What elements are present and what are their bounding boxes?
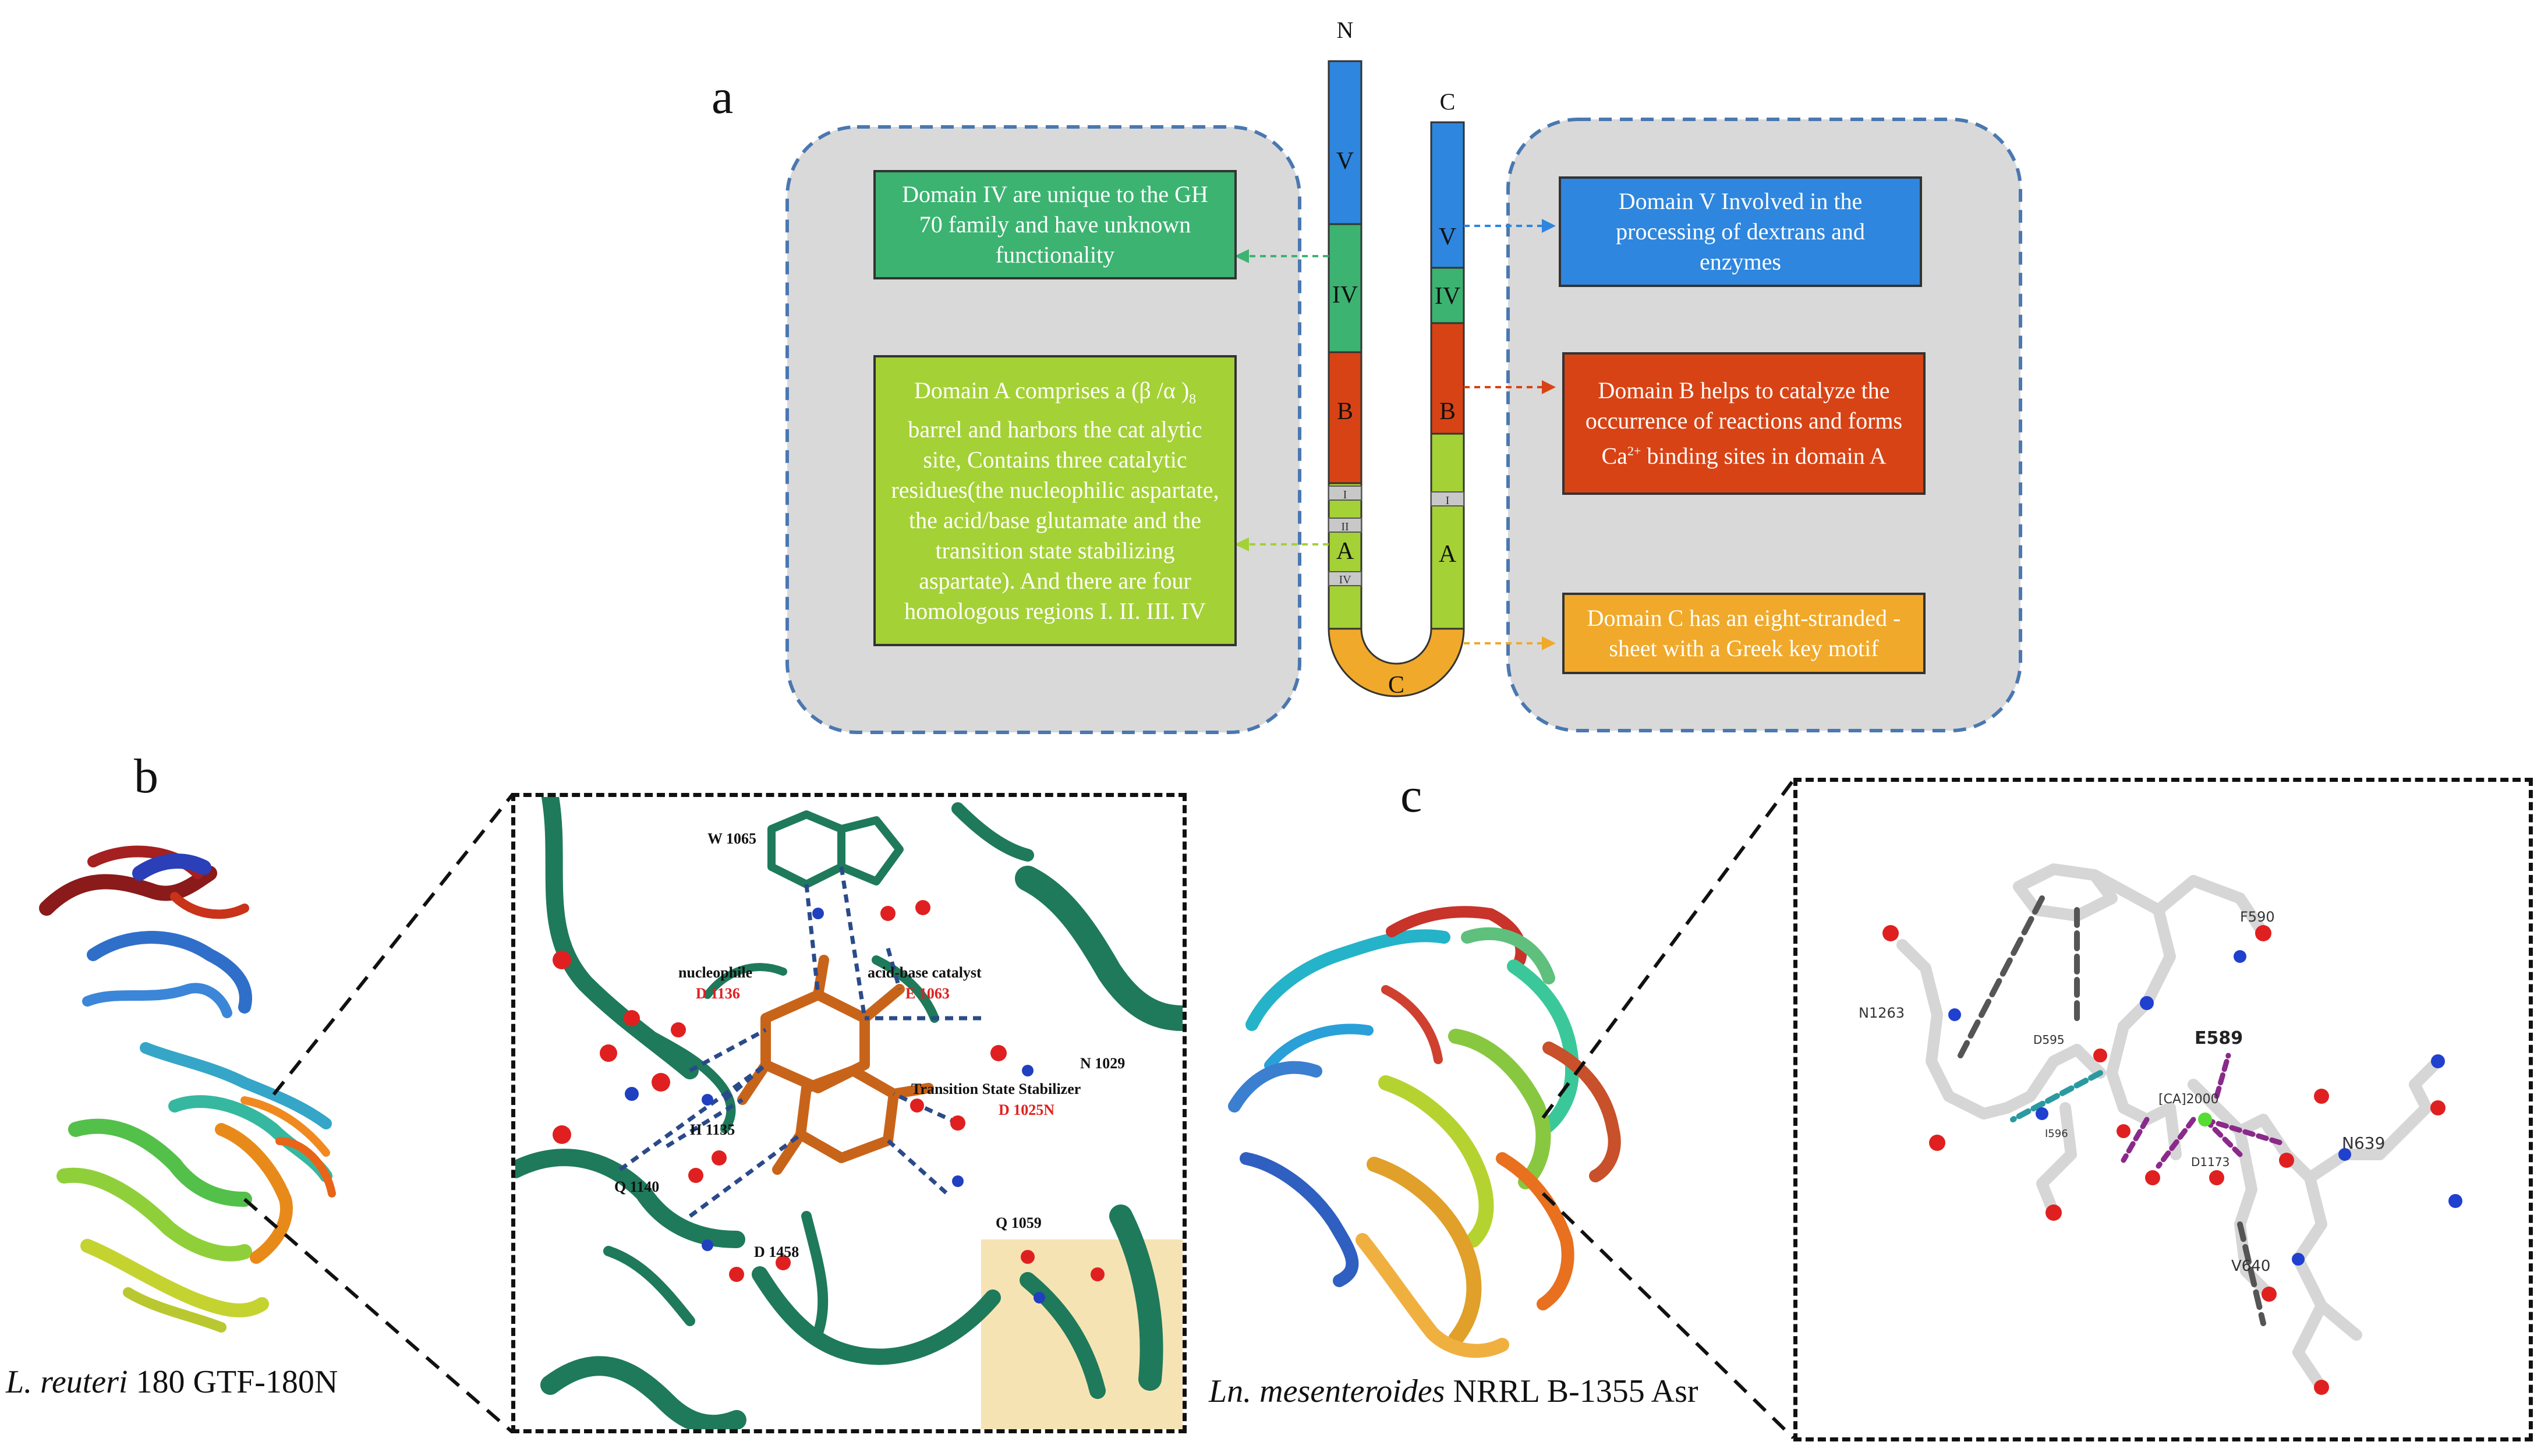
label-acid-base: acid-base catalyst — [868, 964, 982, 981]
label-w1065: W 1065 — [707, 830, 756, 847]
arrow-a-head — [1234, 537, 1249, 551]
domain-a-subscript: 8 — [1189, 391, 1197, 407]
arrow-c-head — [1542, 636, 1556, 650]
label-n-iv: IV — [1332, 282, 1358, 309]
nitrogen-atoms-c — [1948, 950, 2462, 1266]
label-f590: F590 — [2240, 909, 2275, 925]
n-region-ii — [1328, 518, 1362, 533]
domain-b-description: Domain B helps to catalyze the occurrenc… — [1562, 352, 1926, 495]
label-q1059: Q 1059 — [996, 1214, 1042, 1231]
zoom-line-c-bottom — [1541, 1192, 1795, 1440]
label-n-iv-small: IV — [1339, 573, 1351, 586]
label-q1140: Q 1140 — [614, 1178, 659, 1195]
domain-v-text: Domain V Involved in the processing of d… — [1616, 188, 1865, 275]
label-c-i: I — [1446, 494, 1450, 507]
caption-c-species: Ln. mesenteroides — [1209, 1373, 1445, 1409]
active-site-zoom-b: W 1065 nucleophile D 1136 acid-base cata… — [511, 793, 1187, 1433]
domain-a-description: Domain A comprises a (β /α )8 barrel and… — [873, 355, 1237, 646]
label-c-b: B — [1439, 398, 1456, 425]
label-d1458: D 1458 — [754, 1244, 799, 1260]
zoom-line-b-top — [272, 793, 514, 1096]
n-region-iv — [1328, 571, 1362, 586]
label-n-ii: II — [1341, 520, 1349, 533]
domain-b-superscript: 2+ — [1627, 444, 1641, 459]
label-d1173: D1173 — [2191, 1155, 2229, 1169]
arrow-b-head — [1542, 380, 1556, 394]
n-segment-v — [1328, 60, 1362, 225]
oxygen-atoms — [553, 900, 1105, 1282]
label-c-a: A — [1439, 541, 1457, 568]
caption-b-rest: 180 GTF-180N — [128, 1364, 338, 1400]
oxygen-atoms-c — [1882, 925, 2446, 1395]
label-n-b: B — [1337, 398, 1353, 425]
caption-c-rest: NRRL B-1355 Asr — [1445, 1373, 1698, 1409]
caption-panel-b: L. reuteri 180 GTF-180N — [6, 1363, 338, 1401]
c-segment-iv — [1430, 267, 1465, 324]
label-n-v: V — [1336, 148, 1354, 175]
ligand-sugar — [737, 955, 934, 1175]
c-segment-b — [1430, 322, 1465, 435]
strand-c-label: C — [1440, 88, 1456, 115]
arrow-iv-head — [1234, 249, 1249, 263]
label-d595: D595 — [2033, 1033, 2065, 1047]
interactions-c — [1958, 895, 2284, 1326]
label-d1136: D 1136 — [696, 985, 740, 1002]
c-segment-v — [1430, 121, 1465, 269]
label-c-iv: IV — [1435, 283, 1460, 310]
panel-letter-b: b — [134, 749, 158, 803]
active-site-b-drawing: W 1065 nucleophile D 1136 acid-base cata… — [515, 797, 1183, 1429]
active-site-c-drawing: F590 N1263 D595 E589 [CA]2000 I596 D1173… — [1859, 863, 2462, 1395]
label-e1063: E 1063 — [905, 985, 950, 1002]
n-strand — [1328, 60, 1362, 630]
domain-iv-description: Domain IV are unique to the GH 70 family… — [873, 170, 1237, 279]
arrow-v-head — [1542, 219, 1556, 233]
caption-panel-c: Ln. mesenteroides NRRL B-1355 Asr — [1209, 1373, 1698, 1410]
domain-c-description: Domain C has an eight-stranded -sheet wi… — [1562, 593, 1926, 674]
panel-letter-c: c — [1400, 768, 1422, 823]
label-n639: N639 — [2342, 1133, 2385, 1153]
nitrogen-atoms — [625, 908, 1045, 1303]
caption-b-species: L. reuteri — [6, 1364, 128, 1400]
label-nucleophile: nucleophile — [678, 964, 752, 981]
domain-c-text: Domain C has an eight-stranded -sheet wi… — [1587, 605, 1901, 661]
label-c-v: V — [1439, 224, 1456, 250]
label-n1263: N1263 — [1859, 1005, 1905, 1021]
domain-iv-text: Domain IV are unique to the GH 70 family… — [902, 181, 1208, 268]
zoom-line-b-bottom — [243, 1198, 514, 1434]
label-i596: I596 — [2045, 1128, 2068, 1140]
gtf180n-structure — [39, 845, 336, 1333]
domain-v-description: Domain V Involved in the processing of d… — [1559, 176, 1922, 287]
w1065-ring — [767, 810, 904, 888]
c-region-i — [1431, 491, 1464, 506]
c-segment-a — [1430, 433, 1465, 630]
label-d1025n: D 1025N — [999, 1101, 1054, 1118]
hydrogen-bonds — [618, 866, 981, 1218]
panel-letter-a: a — [712, 70, 734, 124]
label-v640: V640 — [2231, 1257, 2270, 1275]
calcium-ion — [2198, 1113, 2212, 1126]
active-site-zoom-c: F590 N1263 D595 E589 [CA]2000 I596 D1173… — [1793, 778, 2533, 1441]
label-ca: [CA]2000 — [2158, 1092, 2219, 1107]
label-n-i: I — [1343, 488, 1347, 501]
n-segment-a — [1328, 482, 1362, 630]
domain-b-text: Domain B helps to catalyze the occurrenc… — [1585, 377, 1903, 469]
domain-a-text: Domain A comprises a (β /α )8 barrel and… — [891, 377, 1219, 624]
u-turn-domain-c — [1328, 628, 1465, 697]
strand-n-label: N — [1337, 17, 1354, 43]
label-tss: Transition State Stabilizer — [911, 1081, 1081, 1097]
c-strand — [1430, 121, 1465, 630]
zoom-line-c-top — [1541, 779, 1795, 1119]
label-n1029: N 1029 — [1080, 1055, 1125, 1072]
asr-structure — [1228, 906, 1621, 1358]
label-h1135: H 1135 — [690, 1121, 735, 1138]
label-u-c: C — [1388, 672, 1404, 699]
n-region-i — [1328, 486, 1362, 501]
label-n-a: A — [1336, 538, 1354, 565]
n-segment-b — [1328, 351, 1362, 484]
connector-arrows — [1234, 219, 1556, 650]
label-e589: E589 — [2195, 1028, 2243, 1048]
